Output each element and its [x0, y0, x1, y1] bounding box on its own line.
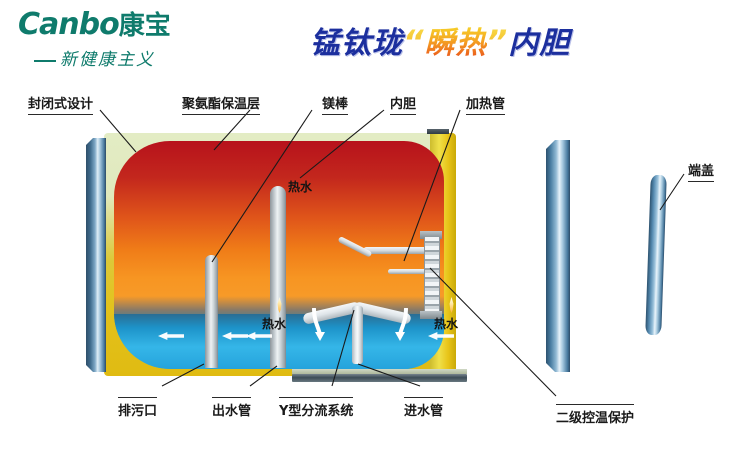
y-distribution-system [302, 296, 412, 368]
flow-arrow-left-icon [428, 332, 454, 340]
brand-tagline-row: 新健康主义 [34, 45, 248, 70]
hot-water-label: 热水 [434, 317, 459, 331]
title-part1: 锰钛珑 [310, 26, 403, 61]
callout-label-top-0: 封闭式设计 [28, 93, 94, 115]
heating-tube-lower [388, 269, 435, 274]
tagline-dash-icon [34, 59, 56, 62]
brand-logo: Canbo康宝 新健康主义 [18, 8, 248, 78]
callout-label-top-2: 镁棒 [322, 93, 349, 115]
page-title: 锰钛珑“瞬热”内胆 [310, 18, 650, 68]
callout-label-bottom-4: 二级控温保护 [556, 404, 635, 426]
brand-tagline: 新健康主义 [60, 50, 155, 70]
flame-icon [449, 297, 454, 313]
title-highlight: 瞬热 [424, 26, 487, 61]
callout-label-right-0: 端盖 [688, 160, 715, 182]
flame-icon [277, 297, 282, 313]
flow-arrow-down-icon [392, 307, 412, 342]
flow-arrow-left-icon [158, 332, 184, 340]
brand-name-en: Canbo [18, 7, 120, 42]
flow-arrow-down-icon [308, 307, 328, 342]
hot-water-label: 热水 [288, 180, 313, 194]
callout-label-bottom-0: 排污口 [118, 397, 158, 419]
callout-label-top-4: 加热管 [466, 93, 506, 115]
heating-tube-upper [363, 247, 435, 254]
brand-name: Canbo康宝 [18, 8, 248, 43]
callout-label-bottom-3: 进水管 [404, 397, 444, 419]
callout-label-bottom-1: 出水管 [212, 397, 252, 419]
left-end-cap [86, 138, 106, 372]
flow-arrow-left-icon [246, 332, 272, 340]
title-quote-close: ” [486, 23, 509, 61]
title-quote-open: “ [403, 23, 425, 61]
y-stem [352, 306, 363, 364]
magnesium-rod [205, 255, 218, 368]
brand-name-cn: 康宝 [118, 11, 171, 41]
flow-arrow-left-icon [222, 332, 248, 340]
heating-tube [333, 235, 435, 279]
callout-label-top-3: 内胆 [390, 93, 417, 115]
callout-label-top-1: 聚氨酯保温层 [182, 93, 261, 115]
title-part2: 内胆 [508, 26, 571, 61]
hot-water-label: 热水 [262, 317, 287, 331]
callout-label-bottom-2: Y型分流系统 [279, 397, 354, 419]
